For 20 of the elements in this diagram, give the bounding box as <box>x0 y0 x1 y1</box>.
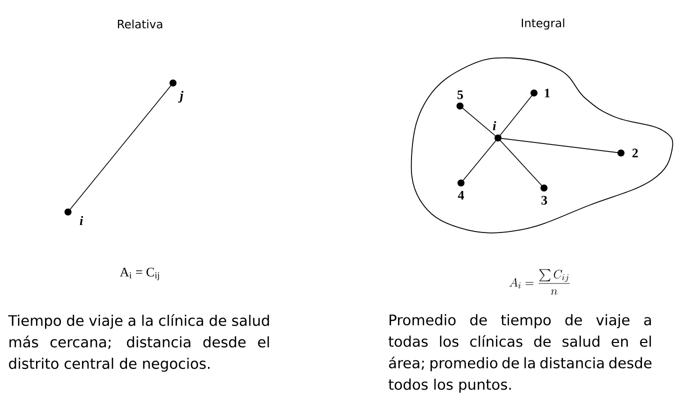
connecting-line <box>499 94 533 136</box>
description: Tiempo de viaje a la clínica de salud más cercana; distancia desde el distrito central de negocios. <box>8 314 269 372</box>
node-label: j <box>178 90 184 103</box>
formula: $A_i = \frac{\sum C_{ij}}{n}$ <box>510 269 570 295</box>
panel-heading: Integral <box>522 18 564 30</box>
node-label: 4 <box>458 190 464 200</box>
connecting-line <box>69 84 172 210</box>
panel-heading: Relativa <box>118 20 162 28</box>
node-label: 1 <box>544 88 550 98</box>
node-label: i <box>80 216 84 225</box>
node-label: i <box>492 121 496 130</box>
connecting-line <box>500 138 619 154</box>
description: Promedio de tiempo de viaje a todas los clínicas de salud en el área; promedio de la distancia desde todos los puntos. <box>388 314 652 393</box>
connecting-line <box>499 140 543 186</box>
node-label: 5 <box>457 90 463 100</box>
formula: A$_{i}$ = C$_{ij}$ <box>120 268 159 280</box>
connecting-line <box>462 107 496 137</box>
connecting-line <box>462 140 497 182</box>
node-label: 3 <box>541 196 548 205</box>
node-label: 2 <box>632 148 638 158</box>
